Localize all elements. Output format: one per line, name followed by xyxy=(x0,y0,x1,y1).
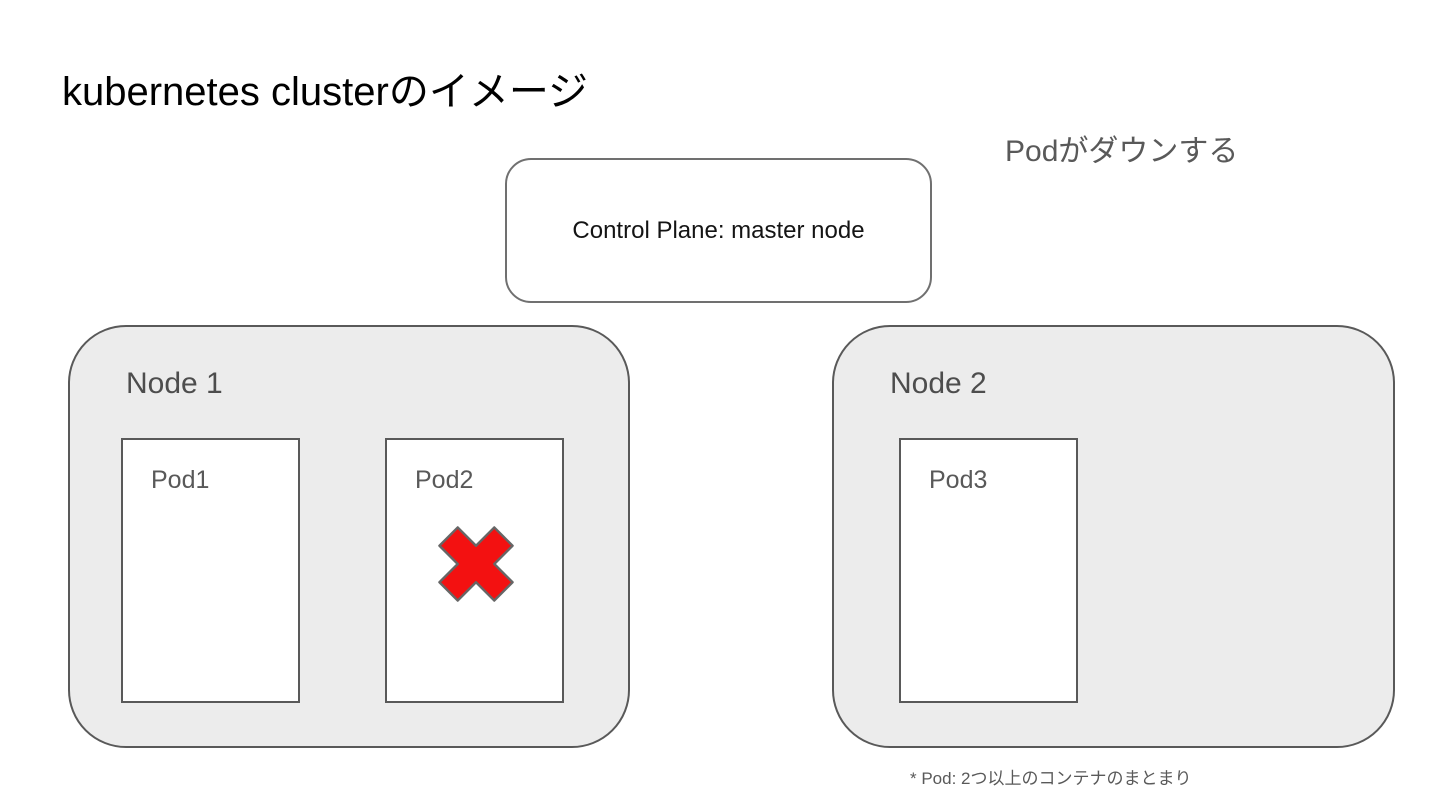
control-plane-label: Control Plane: master node xyxy=(572,216,865,244)
page-title: kubernetes clusterのイメージ xyxy=(62,70,589,114)
pod-2-label: Pod2 xyxy=(415,466,474,494)
node-2-box: Node 2 Pod3 xyxy=(832,325,1395,748)
pod-3-box: Pod3 xyxy=(899,438,1078,703)
pod-definition-footnote: * Pod: 2つ以上のコンテナのまとまり xyxy=(910,769,1192,788)
node-1-box: Node 1 Pod1 Pod2 xyxy=(68,325,630,748)
pod-1-label: Pod1 xyxy=(151,466,210,494)
pod-down-annotation: Podがダウンする xyxy=(1005,135,1239,168)
control-plane-box: Control Plane: master node xyxy=(505,158,932,303)
red-x-icon xyxy=(438,526,514,602)
node-1-label: Node 1 xyxy=(126,367,223,400)
node-2-label: Node 2 xyxy=(890,367,987,400)
pod-3-label: Pod3 xyxy=(929,466,988,494)
pod-1-box: Pod1 xyxy=(121,438,300,703)
pod-2-box: Pod2 xyxy=(385,438,564,703)
